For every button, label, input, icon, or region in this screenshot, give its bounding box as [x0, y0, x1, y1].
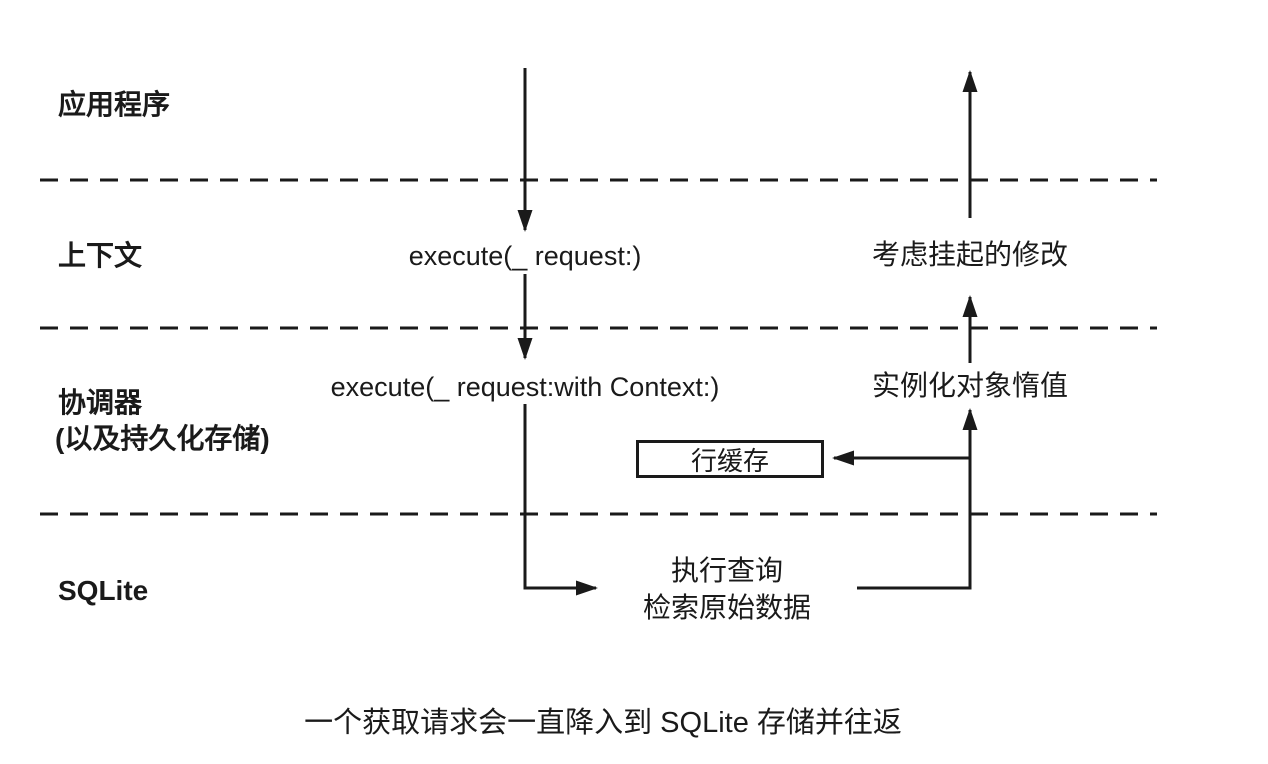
coordinator-execute-call: execute(_ request:with Context:) [330, 372, 720, 402]
layer-label-context: 上下文 [58, 240, 143, 271]
diagram-caption: 一个获取请求会一直降入到 SQLite 存储并往返 [304, 707, 902, 739]
sqlite-action-line1: 执行查询 [670, 555, 784, 586]
layer-label-application: 应用程序 [58, 89, 171, 120]
layer-label-sqlite: SQLite [58, 575, 149, 606]
row-cache-label: 行缓存 [690, 445, 769, 476]
context-pending-changes-text: 考虑挂起的修改 [871, 239, 1069, 270]
coordinator-instantiate-text: 实例化对象惰值 [871, 370, 1069, 401]
sqlite-action-line2: 检索原始数据 [642, 592, 812, 623]
arrow-coordinator-to-sqlite [523, 404, 598, 596]
sqlite-action-text: 执行查询 检索原始数据 [643, 552, 811, 626]
row-cache-box: 行缓存 [636, 440, 824, 478]
layer-label-coordinator: 协调器 [58, 387, 143, 418]
arrow-sqlite-to-coordinator [857, 408, 978, 590]
layer-label-coordinator-sub: (以及持久化存储) [55, 423, 270, 454]
context-execute-call: execute(_ request:) [408, 241, 642, 271]
